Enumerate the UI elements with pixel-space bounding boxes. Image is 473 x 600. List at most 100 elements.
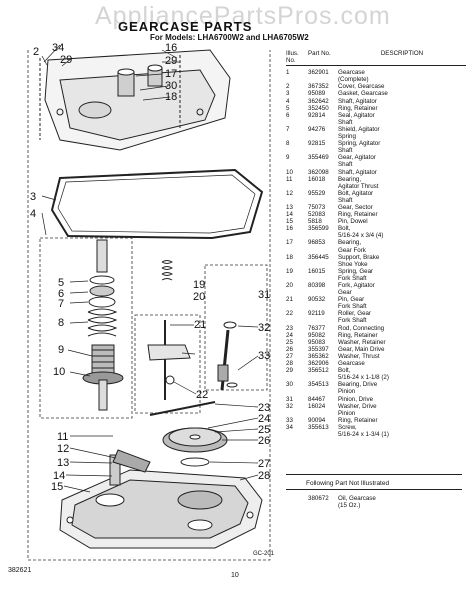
agitator-shaft-parts bbox=[82, 239, 124, 411]
part-description: 5/16-24 x 1-1/8 (2) bbox=[338, 374, 389, 382]
illus-number: 14 bbox=[286, 211, 293, 219]
header-illus: Illus. No. bbox=[286, 50, 299, 65]
illus-number bbox=[286, 431, 308, 438]
callout-4: 4 bbox=[30, 208, 36, 220]
callout-28: 28 bbox=[258, 470, 270, 482]
table-row: Pinion bbox=[286, 410, 466, 417]
illus-number: 33 bbox=[286, 416, 293, 424]
part-number: 355613 bbox=[308, 423, 329, 431]
part-number bbox=[308, 183, 338, 190]
callout-6: 6 bbox=[58, 288, 64, 300]
callout-12: 12 bbox=[57, 443, 69, 455]
callout-21: 21 bbox=[194, 319, 206, 331]
part-description: Bolt, Agitator bbox=[338, 189, 374, 197]
part-number: 76377 bbox=[308, 324, 326, 332]
part-number bbox=[308, 303, 338, 310]
callout-18: 18 bbox=[165, 91, 177, 103]
illus-number: 10 bbox=[286, 168, 293, 176]
callout-24: 24 bbox=[258, 413, 270, 425]
part-number: 355397 bbox=[308, 345, 329, 353]
callout-33: 33 bbox=[258, 350, 270, 362]
illus-number: 9 bbox=[286, 154, 290, 162]
part-number: 356445 bbox=[308, 253, 329, 261]
illus-number: 18 bbox=[286, 253, 293, 261]
part-description: (Complete) bbox=[338, 76, 369, 84]
part-number: 352450 bbox=[308, 104, 329, 112]
page-title: GEARCASE PARTS bbox=[118, 19, 253, 34]
part-description: Support, Brake bbox=[338, 253, 380, 261]
callout-10: 10 bbox=[53, 366, 65, 378]
part-number bbox=[308, 388, 338, 395]
part-number bbox=[308, 410, 338, 417]
illus-number bbox=[286, 232, 308, 239]
callout-7: 7 bbox=[58, 298, 64, 310]
illus-number bbox=[286, 161, 308, 168]
illus-number: 7 bbox=[286, 125, 290, 133]
part-number: 362098 bbox=[308, 168, 329, 176]
illus-number bbox=[286, 502, 308, 509]
part-description: Shaft, Agitator bbox=[338, 168, 377, 176]
illus-number bbox=[286, 119, 308, 126]
part-description: Rod, Connecting bbox=[338, 324, 385, 332]
part-description: Bearing, Drive bbox=[338, 381, 378, 389]
part-description: (15 Oz.) bbox=[338, 502, 361, 510]
part-number bbox=[308, 431, 338, 438]
part-description: Gear, Agitator bbox=[338, 154, 376, 162]
table-row: 10 362098 Shaft, Agitator bbox=[286, 169, 466, 176]
part-number bbox=[308, 317, 338, 324]
callout-11: 11 bbox=[57, 431, 68, 443]
part-number: 362906 bbox=[308, 360, 329, 368]
table-divider-2 bbox=[286, 489, 462, 490]
part-number: 92814 bbox=[308, 111, 326, 119]
callout-26: 26 bbox=[258, 435, 270, 447]
part-description: Washer, Retainer bbox=[338, 338, 386, 346]
illus-number bbox=[286, 317, 308, 324]
part-number bbox=[308, 275, 338, 282]
illus-number bbox=[286, 247, 308, 254]
parts-table-header: Illus. No. Part No. DESCRIPTION bbox=[286, 50, 466, 67]
part-number: 95529 bbox=[308, 189, 326, 197]
illus-number: 31 bbox=[286, 395, 293, 403]
table-row: Gear bbox=[286, 289, 466, 296]
part-description: Bolt, bbox=[338, 225, 351, 233]
part-number: 367352 bbox=[308, 83, 329, 91]
illus-number: 24 bbox=[286, 331, 293, 339]
part-description: Ring, Retainer bbox=[338, 104, 378, 112]
callout-32: 32 bbox=[258, 322, 270, 334]
callout-17: 17 bbox=[165, 68, 177, 80]
callout-13: 13 bbox=[57, 457, 69, 469]
callout-9: 9 bbox=[58, 344, 64, 356]
callout-27: 27 bbox=[258, 458, 270, 470]
part-number bbox=[308, 502, 338, 509]
part-description: Ring, Retainer bbox=[338, 331, 378, 339]
illus-number: 3 bbox=[286, 90, 290, 98]
part-number: 355469 bbox=[308, 154, 329, 162]
part-description: Gearcase bbox=[338, 69, 365, 77]
table-row: 5/16-24 x 1-1/8 (2) bbox=[286, 374, 466, 381]
part-description: Gearcase bbox=[338, 360, 365, 368]
part-description: 5/16-24 x 1-3/4 (1) bbox=[338, 430, 389, 438]
callout-labels: 34 2 29 16 29 17 30 18 3 4 5 6 7 8 9 10 … bbox=[30, 42, 270, 493]
callout-16: 16 bbox=[165, 42, 177, 54]
illus-number bbox=[286, 495, 308, 502]
part-number bbox=[308, 197, 338, 204]
illus-number: 23 bbox=[286, 324, 293, 332]
